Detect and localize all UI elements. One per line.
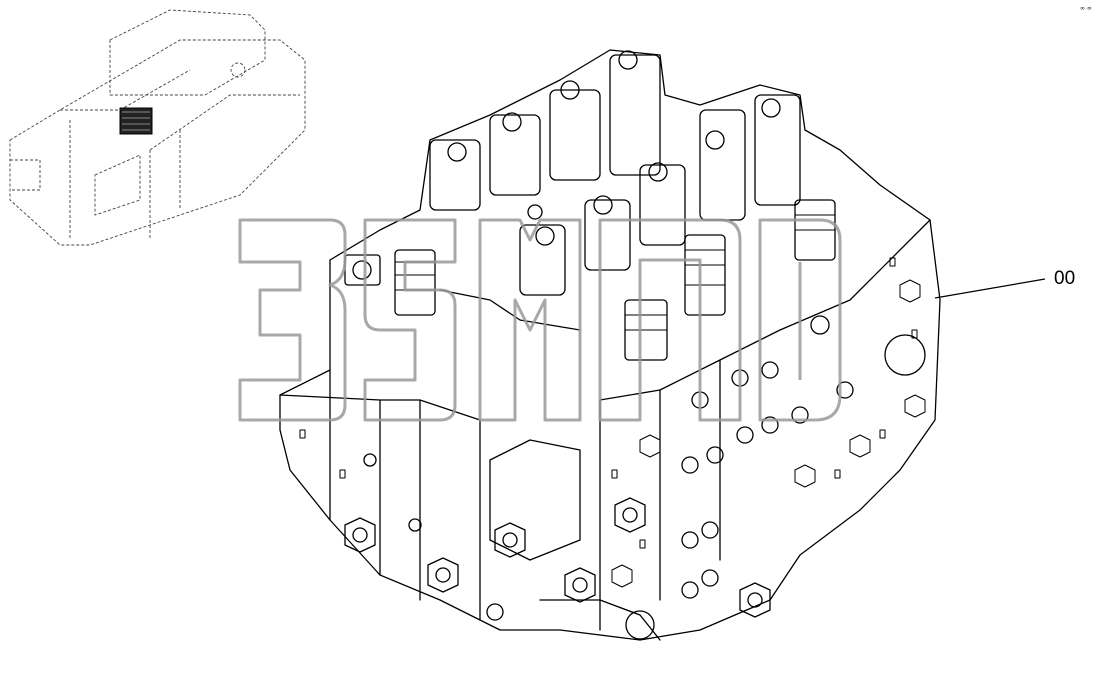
end-plate-holes xyxy=(299,257,926,588)
spool-caps xyxy=(429,50,801,296)
relief-valves xyxy=(344,199,836,361)
callout-label-00: 00 xyxy=(1054,268,1075,289)
port-fittings xyxy=(344,315,926,640)
corner-mark: ∞ ∞ xyxy=(1080,5,1092,12)
locator-thumbnail xyxy=(9,9,306,246)
callout-leader-line xyxy=(934,278,1046,299)
control-valve-assembly xyxy=(279,49,941,641)
watermark-logo xyxy=(238,218,842,422)
